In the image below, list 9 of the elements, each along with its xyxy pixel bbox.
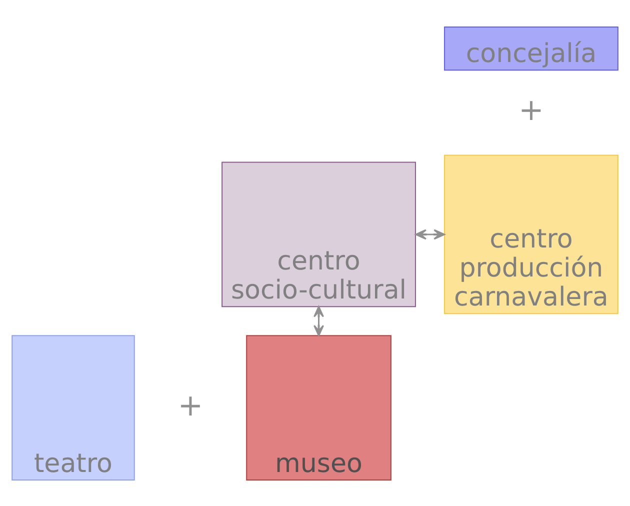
node-box: teatro [12, 334, 135, 480]
label: + [178, 388, 204, 423]
label: + [518, 92, 544, 128]
node-box: centro producción carnavalera [444, 154, 618, 314]
arrow [415, 228, 445, 240]
node-box: concejalía [444, 26, 618, 70]
arrow [314, 305, 324, 336]
node-box: museo [246, 334, 392, 480]
node-box: centro socio-cultural [222, 161, 416, 307]
